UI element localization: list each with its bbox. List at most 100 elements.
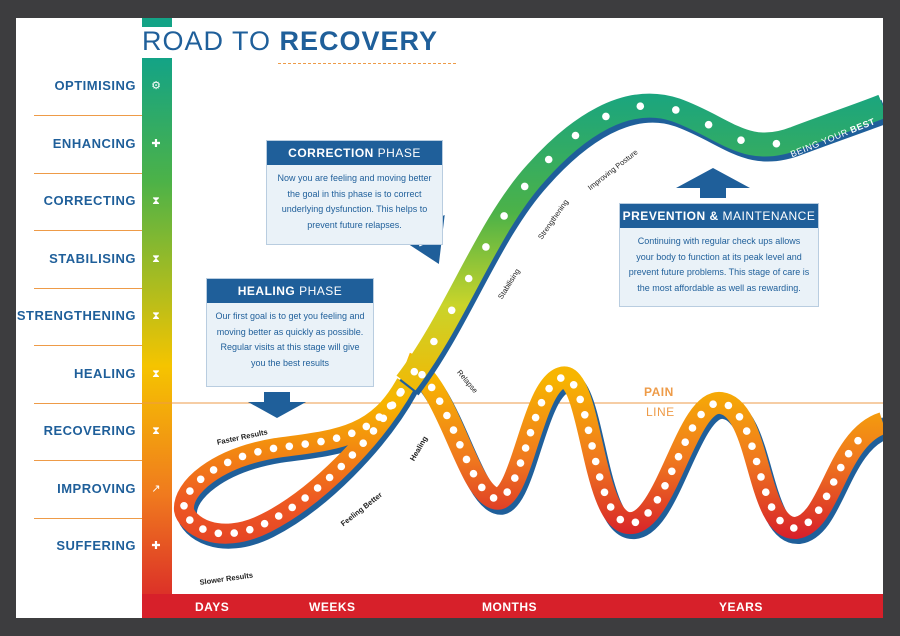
level-separator <box>34 115 142 116</box>
healing-phase-title: HEALING PHASE <box>207 279 373 303</box>
road-dot <box>186 516 194 524</box>
road-dot <box>516 459 525 467</box>
road-dot <box>595 473 604 481</box>
road-dot <box>386 402 395 410</box>
road-dot <box>772 139 781 148</box>
road-dot <box>418 370 426 379</box>
level-label-healing: HEALING <box>74 365 136 381</box>
axis-years: YEARS <box>719 600 763 614</box>
level-label-optimising: OPTIMISING <box>54 78 136 93</box>
page-title: ROAD TO RECOVERY <box>142 26 438 57</box>
road-dot <box>748 442 756 451</box>
road-dot <box>462 455 471 464</box>
road-dot <box>511 474 519 482</box>
road-dot <box>644 509 652 517</box>
hourglass-icon: ⧗ <box>152 310 160 322</box>
road-dot <box>317 437 325 446</box>
road-dot <box>456 441 464 449</box>
road-dot <box>503 488 512 496</box>
level-separator <box>34 345 142 346</box>
road-dot <box>822 492 831 501</box>
road-dot <box>427 383 436 392</box>
road-dot <box>584 426 593 435</box>
road-dot <box>447 306 456 315</box>
level-separator <box>34 402 142 404</box>
gears-icon: ⚙ <box>151 80 161 92</box>
road-dot <box>526 428 535 437</box>
level-separator <box>34 517 142 519</box>
level-bar <box>142 58 172 618</box>
road-dot <box>636 102 645 110</box>
road-dot <box>576 395 584 404</box>
road-dot <box>672 106 680 114</box>
road-dot <box>531 413 540 422</box>
road-dot <box>606 503 615 511</box>
road-to-recovery-card: ROAD TO RECOVERY OPTIMISING⚙ENHANCING✚CO… <box>16 18 883 618</box>
road-dot <box>223 458 232 467</box>
road-dot <box>762 488 770 497</box>
road-dot <box>301 440 310 448</box>
healing-phase-box: HEALING PHASE Our first goal is to get y… <box>206 278 374 387</box>
correction-phase-box: CORRECTION PHASE Now you are feeling and… <box>266 140 443 245</box>
road-dot <box>661 482 669 490</box>
road-dot <box>571 131 580 140</box>
person-plus-icon: ✚ <box>151 137 161 150</box>
road-dot <box>199 525 207 533</box>
road-dot <box>362 422 371 431</box>
road-dot <box>520 182 529 191</box>
road-dot <box>325 473 334 482</box>
road-dot <box>668 467 676 476</box>
road-dot <box>545 384 553 393</box>
road-dot <box>537 398 546 407</box>
hourglass-icon: ⧗ <box>152 425 160 437</box>
prevention-arrow-icon <box>676 168 750 198</box>
road-dot <box>844 449 853 458</box>
road-dot <box>301 494 309 502</box>
road-dot <box>288 503 297 512</box>
road-dot <box>752 457 761 466</box>
road-dot <box>681 438 689 447</box>
road-dot <box>709 400 717 409</box>
road-dot <box>482 243 490 251</box>
road-dot <box>359 439 368 448</box>
road-dot <box>332 434 341 443</box>
road-dot <box>697 410 705 419</box>
road-dot <box>348 451 357 459</box>
road-dot <box>449 426 458 434</box>
road-dot <box>557 374 565 382</box>
road-dot <box>180 502 188 510</box>
road-dot <box>186 487 194 495</box>
road-dot <box>602 112 610 121</box>
road-dot <box>704 120 713 129</box>
trend-chart-icon: ↗ <box>151 482 161 495</box>
road-dot <box>724 401 733 410</box>
healing-phase-text: Our first goal is to get you feeling and… <box>215 311 365 368</box>
road-dot <box>500 212 508 220</box>
healing-arrow-icon <box>248 392 306 418</box>
prevention-phase-title: PREVENTION & MAINTENANCE <box>620 204 818 228</box>
road-dot <box>469 469 478 478</box>
road-dot <box>600 488 609 497</box>
road-dot <box>337 462 346 471</box>
road-dot <box>274 512 283 520</box>
road-dot <box>285 442 294 451</box>
road-dot <box>688 424 697 432</box>
road-dots <box>180 102 862 538</box>
road-dot <box>653 496 662 504</box>
axis-weeks: WEEKS <box>309 600 356 614</box>
road-dot <box>837 463 845 472</box>
road-dot <box>581 411 589 419</box>
axis-days: DAYS <box>195 600 230 614</box>
time-axis-bar <box>142 594 883 618</box>
correction-phase-title: CORRECTION PHASE <box>267 141 442 165</box>
road-dot <box>478 483 486 492</box>
line-label: LINE <box>646 405 675 419</box>
road-dot <box>209 466 218 474</box>
road-dot <box>230 529 238 537</box>
level-label-strengthening: STRENGTHENING <box>16 308 136 323</box>
road-dot <box>443 411 451 420</box>
hourglass-icon: ⧗ <box>152 195 160 207</box>
road-dot <box>348 429 356 438</box>
road-dot <box>521 444 530 452</box>
level-separator <box>34 287 142 289</box>
